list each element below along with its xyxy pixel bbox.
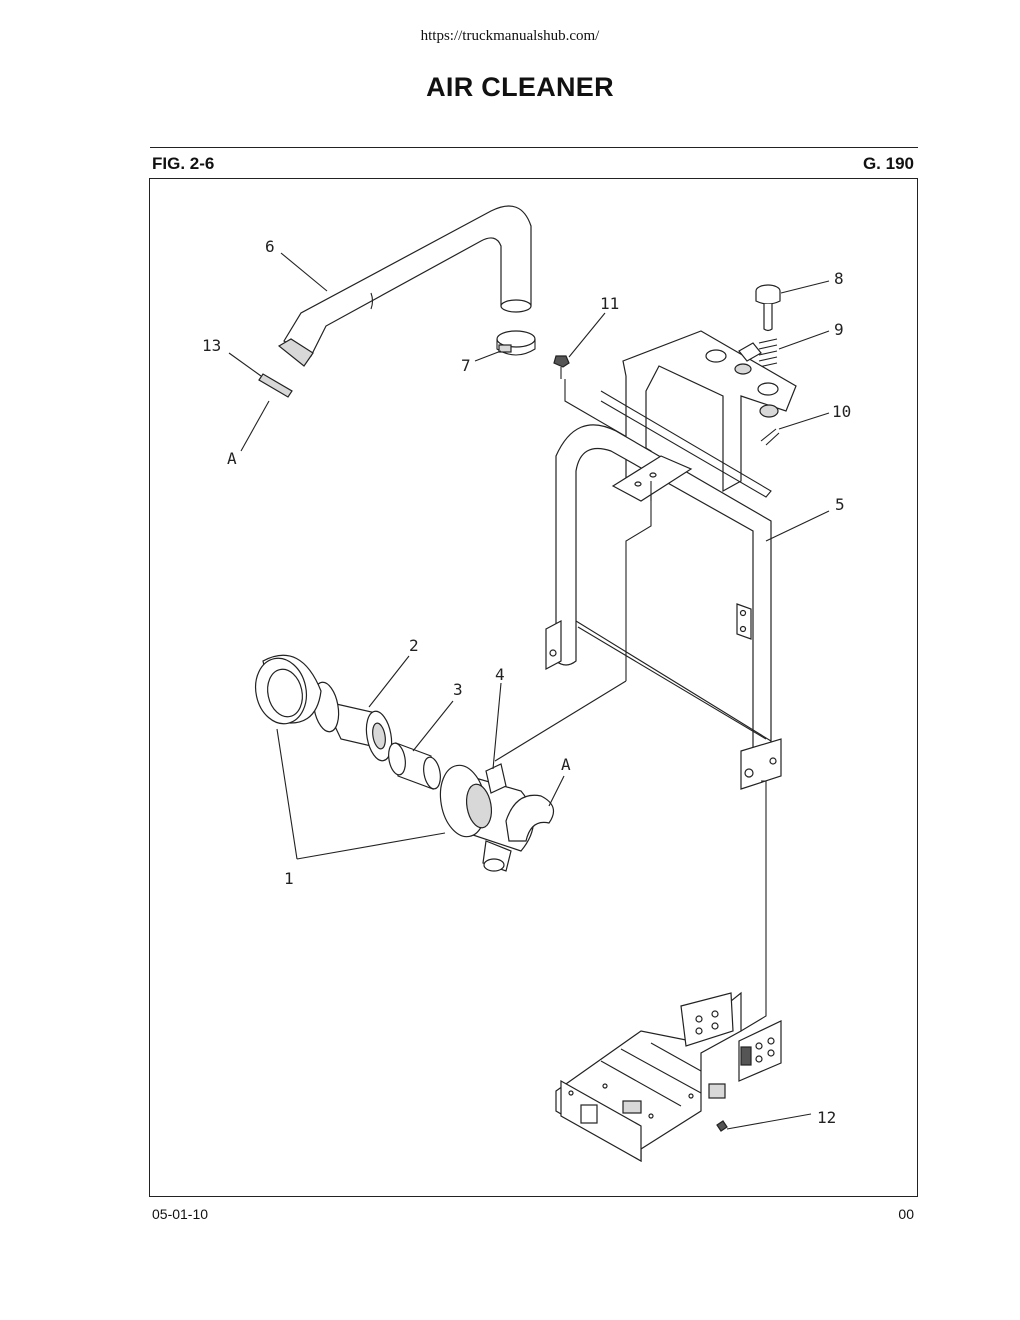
hose-clamp-part-7 xyxy=(496,330,536,356)
callout-a-left: A xyxy=(227,449,237,468)
page-title: AIR CLEANER xyxy=(426,72,614,102)
diagram-drawing: 6 13 A 7 11 8 9 10 5 2 3 4 A 1 12 xyxy=(202,205,851,1163)
screw-part-13 xyxy=(258,373,293,398)
bracket-part-5 xyxy=(545,330,797,790)
callout-2: 2 xyxy=(409,636,419,655)
spring-part-9 xyxy=(758,338,778,368)
callout-5: 5 xyxy=(835,495,845,514)
mounting-frame xyxy=(555,780,782,1163)
callout-8: 8 xyxy=(834,269,844,288)
callout-9: 9 xyxy=(834,320,844,339)
pin-part-8 xyxy=(755,284,781,332)
exploded-parts-diagram: 6 13 A 7 11 8 9 10 5 2 3 4 A 1 12 xyxy=(149,178,918,1197)
callout-13: 13 xyxy=(202,336,221,355)
callout-6: 6 xyxy=(265,237,275,256)
air-cleaner-assembly-part-1 xyxy=(255,654,555,872)
callout-3: 3 xyxy=(453,680,463,699)
filter-element-part-2 xyxy=(312,681,395,762)
header-rule xyxy=(150,147,918,148)
source-url[interactable]: https://truckmanualshub.com/ xyxy=(420,28,600,44)
footer-revision: 00 xyxy=(898,1206,914,1222)
callout-4: 4 xyxy=(495,665,505,684)
footer-date: 05-01-10 xyxy=(152,1206,209,1222)
callout-7: 7 xyxy=(461,356,471,375)
callout-11: 11 xyxy=(600,294,619,313)
leader-lines xyxy=(228,252,830,1130)
callout-a-right: A xyxy=(561,755,571,774)
callout-10: 10 xyxy=(832,402,851,421)
callout-1: 1 xyxy=(284,869,294,888)
inner-filter-part-3 xyxy=(388,742,441,790)
callout-12: 12 xyxy=(817,1108,836,1127)
clip-part-10 xyxy=(760,428,780,446)
group-number: G. 190 xyxy=(862,154,914,173)
intake-pipe-part-6 xyxy=(277,205,532,367)
figure-number: FIG. 2-6 xyxy=(152,154,215,173)
